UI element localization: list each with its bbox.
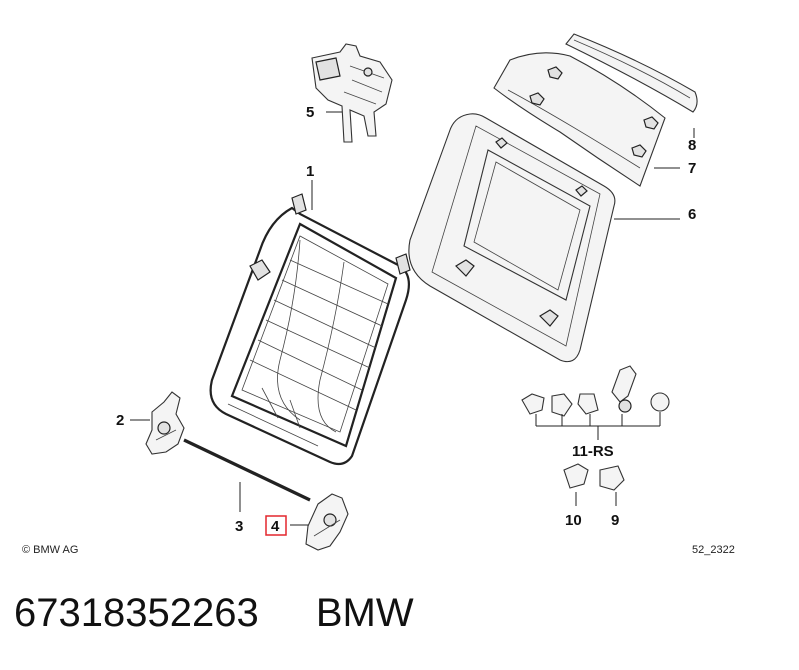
callout-4-highlight <box>265 515 287 536</box>
part-2-recliner-gear <box>145 391 185 455</box>
part-6-backrest-panel <box>408 113 616 363</box>
part-11-clip-set <box>521 365 670 440</box>
callout-6: 6 <box>688 206 696 223</box>
part-1-backrest-frame <box>209 193 411 466</box>
part-5-headrest-bracket <box>311 43 393 143</box>
part-info-footer: 67318352263 BMW <box>14 583 784 653</box>
callout-7: 7 <box>688 160 696 177</box>
part-10-clip <box>563 463 589 506</box>
brand-name: BMW <box>315 591 414 635</box>
callout-8: 8 <box>688 137 696 154</box>
part-4-recliner-gear <box>305 493 349 551</box>
part-3-connecting-rod <box>183 438 313 505</box>
part-7-back-panel <box>493 52 666 187</box>
callout-5: 5 <box>306 104 314 121</box>
part-number: 67318352263 <box>14 591 259 635</box>
callout-4: 4 <box>271 518 280 535</box>
leader-lines <box>130 111 695 526</box>
callout-10: 10 <box>565 512 582 529</box>
drawing-id: 52_2322 <box>692 544 735 556</box>
callout-9: 9 <box>611 512 619 529</box>
copyright-label: © BMW AG <box>22 544 78 556</box>
callout-2: 2 <box>116 412 124 429</box>
part-8-trim-strip <box>565 33 698 113</box>
callout-11-rs: 11-RS <box>572 443 614 460</box>
parts-diagram: 1 2 3 4 5 6 7 8 9 10 11-RS © BMW AG 52_2… <box>22 33 735 556</box>
callout-3: 3 <box>235 518 243 535</box>
callout-1: 1 <box>306 163 314 180</box>
part-9-clip <box>599 465 625 506</box>
